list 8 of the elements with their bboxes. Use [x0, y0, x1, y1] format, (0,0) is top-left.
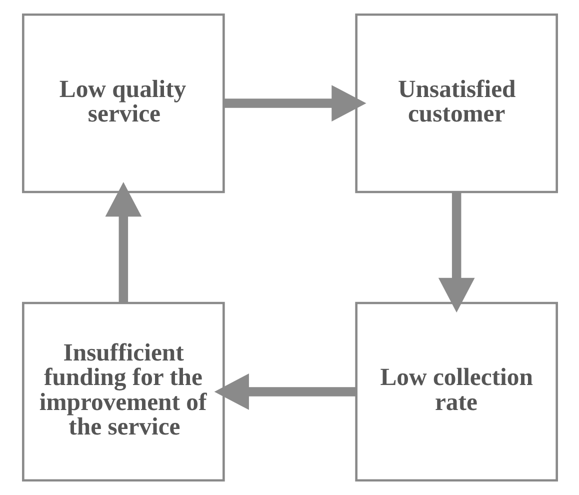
node-box: Unsatisfied customer [354, 13, 558, 194]
node-box: Low quality service [22, 13, 224, 194]
node-box: Low collection rate [354, 302, 558, 482]
arrow [224, 85, 366, 122]
arrow [104, 182, 142, 303]
arrow [214, 374, 356, 410]
node-box: Insufficient funding for the improvement of the service [22, 302, 224, 482]
arrow [438, 192, 474, 313]
